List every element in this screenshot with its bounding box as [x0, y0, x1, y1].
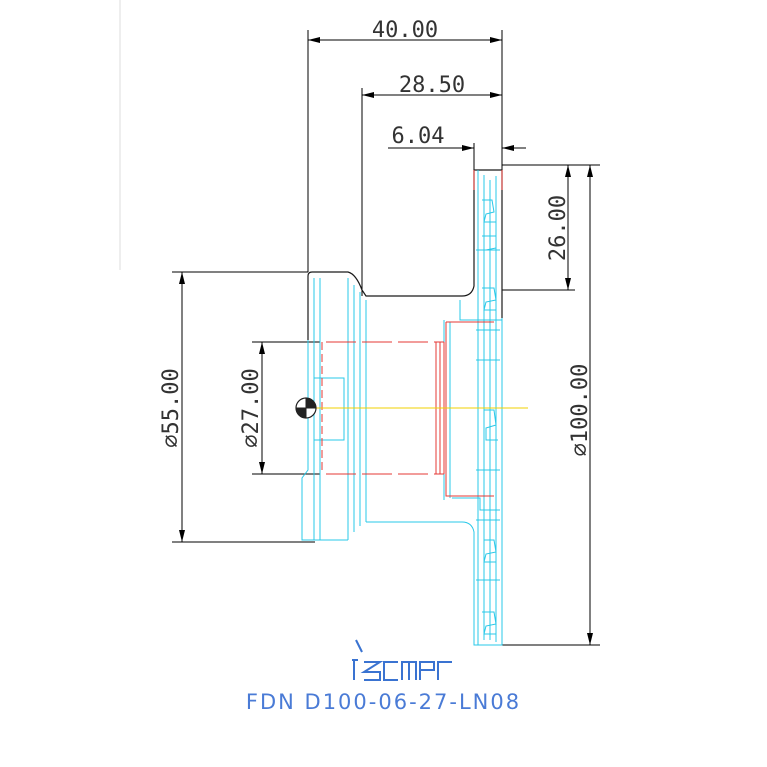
- center-mark: [295, 397, 317, 419]
- dimension-28-50-label: 28.50: [399, 73, 465, 98]
- dimension-55-label: ⌀55.00: [159, 368, 184, 447]
- dimension-28-50: 28.50: [361, 73, 502, 296]
- iscar-logo: [352, 639, 452, 681]
- dimension-27: ⌀27.00: [239, 341, 320, 475]
- product-code: FDN D100-06-27-LN08: [245, 690, 522, 714]
- dimension-26-label: 26.00: [546, 195, 571, 261]
- dimension-6-04: 6.04: [388, 124, 526, 170]
- dimension-100: ⌀100.00: [502, 165, 600, 646]
- dimension-6-04-label: 6.04: [392, 124, 445, 149]
- dimension-40-label: 40.00: [372, 18, 438, 43]
- dimension-27-label: ⌀27.00: [239, 368, 264, 447]
- dimension-26: 26.00: [502, 164, 600, 291]
- red-outline: [321, 170, 503, 497]
- dimension-40: 40.00: [307, 18, 503, 290]
- dimension-100-label: ⌀100.00: [568, 364, 593, 457]
- body-outline-top: [307, 169, 503, 340]
- dimension-55: ⌀55.00: [159, 271, 315, 543]
